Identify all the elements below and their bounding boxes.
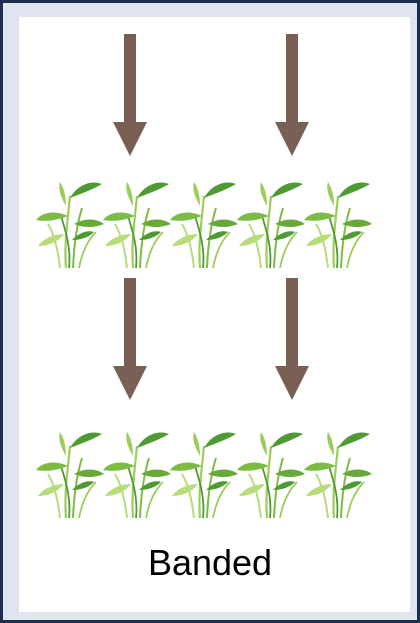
- seedling-row-2: [36, 432, 372, 518]
- down-arrow-icon: [113, 278, 147, 400]
- down-arrow-icon: [275, 278, 309, 400]
- down-arrow-icon: [113, 34, 147, 156]
- caption-label: Banded: [0, 545, 420, 581]
- seedling-row-1: [36, 182, 372, 268]
- down-arrow-icon: [275, 34, 309, 156]
